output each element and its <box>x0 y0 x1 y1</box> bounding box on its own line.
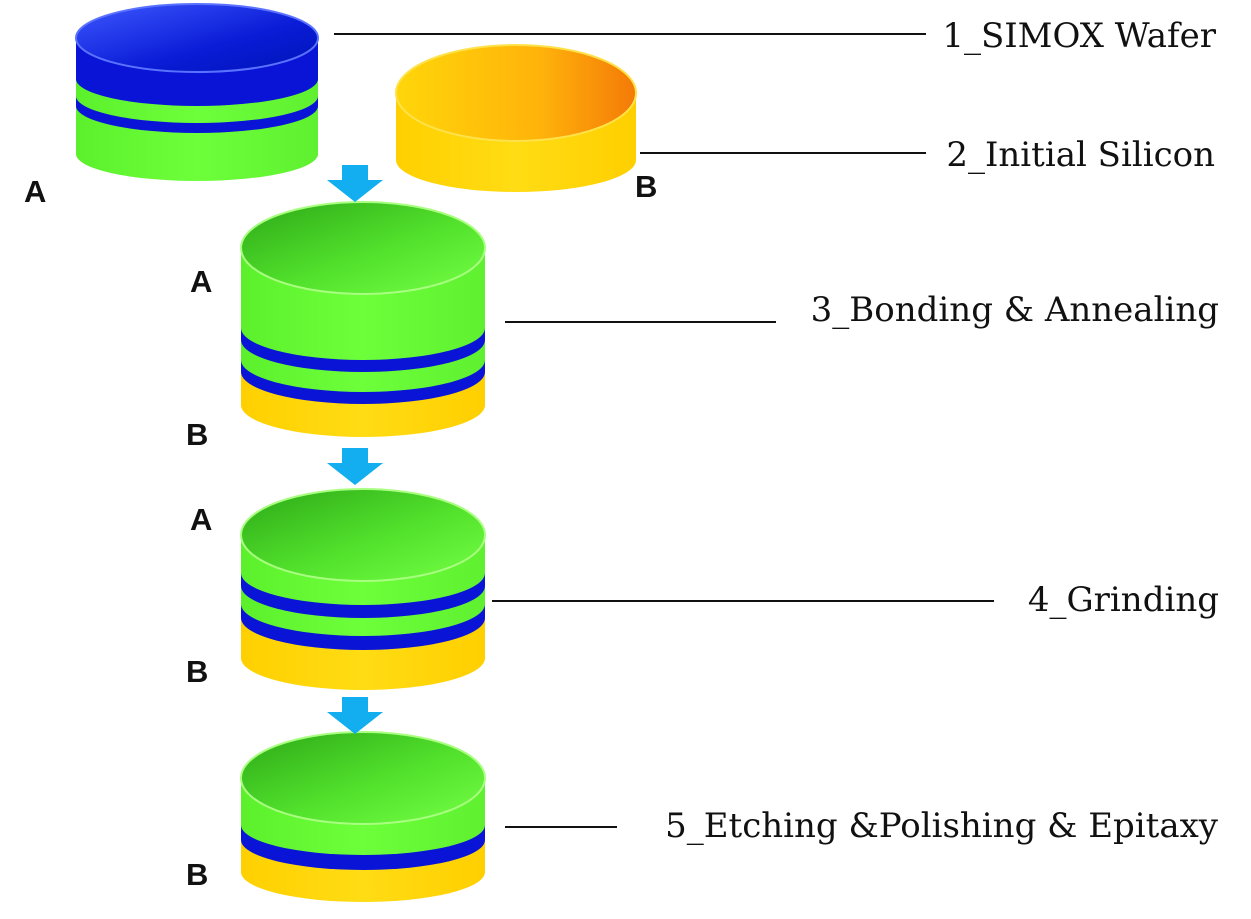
initial-silicon-wafer <box>395 44 637 192</box>
wafer-label-b: B <box>186 857 208 892</box>
step-label-2: 2_Initial Silicon <box>946 135 1215 175</box>
down-arrow-icon <box>327 448 383 485</box>
step-label-5: 5_Etching &Polishing & Epitaxy <box>665 806 1219 846</box>
step-label-3: 3_Bonding & Annealing <box>811 290 1219 330</box>
grinding-stack <box>240 488 486 690</box>
down-arrow-icon <box>327 697 383 734</box>
wafer-label-a: A <box>24 174 46 209</box>
step-label-4: 4_Grinding <box>1028 580 1219 620</box>
etching-polishing-epitaxy-stack <box>240 731 486 902</box>
wafer-label-b: B <box>186 654 208 689</box>
simox-wafer-stack <box>75 3 319 181</box>
step-label-1: 1_SIMOX Wafer <box>942 16 1216 56</box>
down-arrow-icon <box>327 165 383 202</box>
wafer-label-b: B <box>186 417 208 452</box>
wafer-label-a: A <box>190 264 212 299</box>
bonding-annealing-stack <box>240 201 486 437</box>
wafer-label-b: B <box>635 169 657 204</box>
wafer-label-a: A <box>190 502 212 537</box>
